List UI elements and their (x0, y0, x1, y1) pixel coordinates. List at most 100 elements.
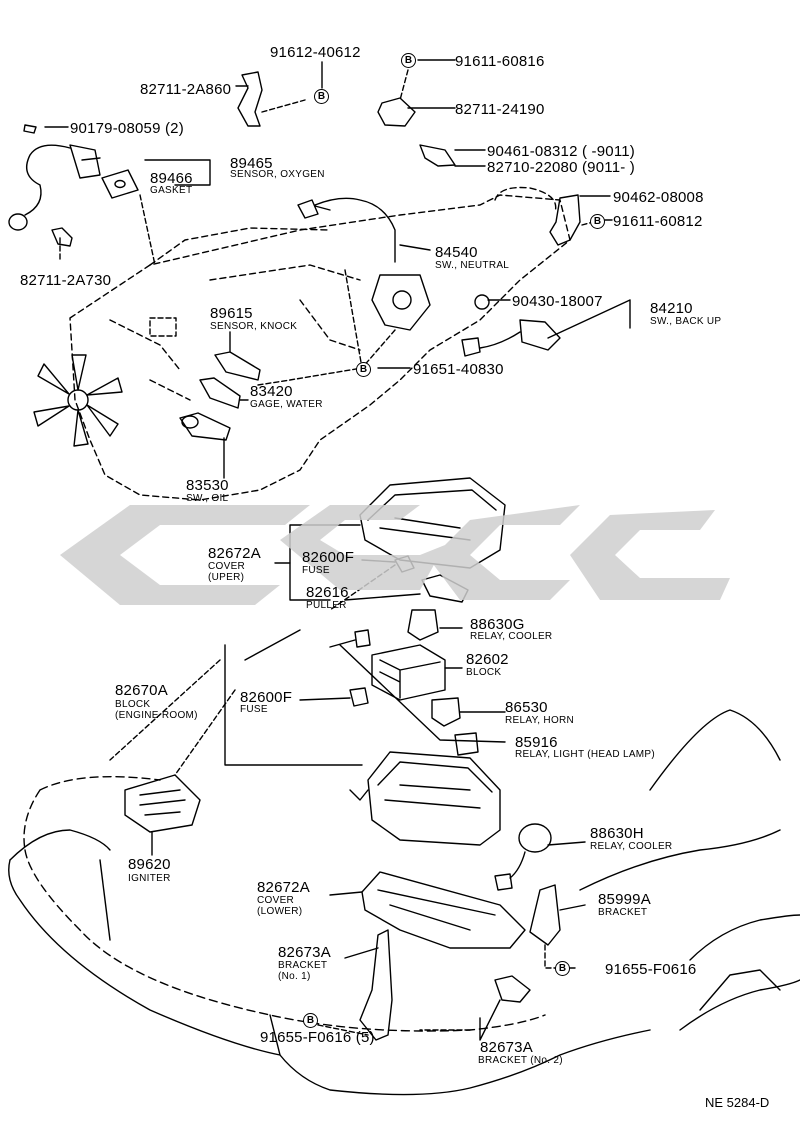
screw-90179 (23, 124, 37, 134)
bolt-marker-icon: B (401, 53, 416, 68)
oxygen-sensor-wire (24, 144, 71, 216)
part-89615: 89615 (210, 305, 253, 322)
engine-outline (69, 194, 571, 501)
engine-boss (149, 317, 177, 337)
part-82670a-desc2: (ENGINE ROOM) (115, 710, 198, 721)
relay-cooler-h (518, 823, 552, 853)
oil-switch (179, 412, 231, 441)
block-engine-room (367, 751, 501, 846)
part-82616-desc: PULLER (306, 600, 347, 611)
part-82672a-upper: 82672A (208, 545, 261, 562)
part-82670a: 82670A (115, 682, 168, 699)
bolt-marker-icon: B (314, 89, 329, 104)
engine-lower (109, 319, 191, 401)
part-89466: 89466 (150, 170, 193, 187)
part-89620-desc: IGNITER (128, 873, 171, 884)
backup-switch-wire (479, 331, 521, 349)
part-91655-f0616: 91655-F0616 (605, 961, 697, 978)
part-83530-desc: SW., OIL (186, 493, 229, 504)
part-88630g: 88630G (470, 616, 525, 633)
transmission-top (494, 186, 557, 213)
bolt-marker-icon: B (590, 214, 605, 229)
part-89466-desc: GASKET (150, 185, 193, 196)
cover-upper (359, 477, 506, 569)
car-hood (23, 775, 546, 1032)
part-84540-desc: SW., NEUTRAL (435, 260, 510, 271)
part-82673a-no2: 82673A (480, 1039, 533, 1056)
clamp-24190 (377, 97, 416, 127)
part-82602-desc: BLOCK (466, 667, 502, 678)
part-82673a-no1-desc2: (No. 1) (278, 971, 311, 982)
part-83420-desc: GAGE, WATER (250, 399, 323, 410)
part-82600f-upper: 82600F (302, 549, 355, 566)
part-82673a-no2-desc: BRACKET (No. 2) (478, 1055, 563, 1066)
neutral-switch-wire (314, 197, 396, 263)
knock-sensor (214, 351, 261, 381)
part-84540: 84540 (435, 244, 478, 261)
part-82672a-lower-desc: COVER (257, 895, 295, 906)
engine-inner (209, 264, 361, 351)
fan-icon (33, 354, 123, 447)
bracket-no2 (494, 975, 531, 1003)
fuse-ref (354, 629, 371, 648)
part-82711-2a860: 82711-2A860 (140, 81, 232, 98)
part-91655-f0616-5: 91655-F0616 (5) (260, 1029, 375, 1046)
bracket-85999a (529, 884, 561, 946)
clamp-2a730 (51, 227, 73, 247)
bolt-marker-icon: B (356, 362, 371, 377)
part-88630h: 88630H (590, 825, 644, 842)
part-82600f-upper-desc: FUSE (302, 565, 330, 576)
part-82673a-no1: 82673A (278, 944, 331, 961)
gasket (101, 169, 139, 199)
part-89615-desc: SENSOR, KNOCK (210, 321, 298, 332)
relay-horn (431, 697, 461, 727)
water-gage (199, 377, 241, 409)
part-85916-desc: RELAY, LIGHT (HEAD LAMP) (515, 749, 656, 760)
part-82672a-upper-desc2: (UPER) (208, 572, 245, 583)
part-89465-desc: SENSOR, OXYGEN (230, 169, 325, 180)
part-90462-08008: 90462-08008 (613, 189, 704, 206)
oxygen-sensor-body (69, 144, 101, 179)
figure-code: NE 5284-D (705, 1095, 770, 1110)
part-90430-18007: 90430-18007 (512, 293, 603, 310)
part-82670a-desc: BLOCK (115, 699, 151, 710)
part-82672a-upper-desc: COVER (208, 561, 246, 572)
engine-top-line (149, 227, 331, 266)
part-88630g-desc: RELAY, COOLER (470, 631, 553, 642)
part-82672a-lower: 82672A (257, 879, 310, 896)
part-82672a-lower-desc2: (LOWER) (257, 906, 303, 917)
bracket-90462 (549, 194, 581, 246)
part-82600f-lower-desc: FUSE (240, 704, 268, 715)
neutral-switch-body (371, 274, 431, 331)
igniter (124, 774, 201, 833)
oxygen-sensor-plug (8, 213, 28, 231)
part-82711-24190: 82711-24190 (455, 101, 545, 118)
car-fender-right (579, 709, 781, 891)
part-90461-08312: 90461-08312 ( -9011) (487, 143, 635, 160)
relay-headlamp (454, 732, 479, 756)
block-82602 (371, 644, 446, 701)
part-85999a-desc: BRACKET (598, 907, 648, 918)
backup-switch-body (519, 319, 561, 351)
part-91611-60812: 91611-60812 (613, 213, 703, 230)
part-86530-desc: RELAY, HORN (505, 715, 575, 726)
part-82616: 82616 (306, 584, 349, 601)
clamp-2a860 (237, 71, 263, 127)
relay-cooler-g (407, 609, 439, 641)
backup-switch-plug (461, 337, 481, 357)
fuse-82600f-top (394, 555, 415, 573)
bolt-marker-icon: B (555, 961, 570, 976)
washer-90430 (474, 294, 490, 310)
part-90179-08059: 90179-08059 (2) (70, 120, 184, 137)
puller (421, 574, 469, 603)
part-82711-2a730: 82711-2A730 (20, 272, 112, 289)
part-85999a: 85999A (598, 891, 651, 908)
part-82710-22080: 82710-22080 (9011- ) (487, 159, 635, 176)
part-82602: 82602 (466, 651, 509, 668)
part-85916: 85916 (515, 734, 558, 751)
part-82673a-no1-desc: BRACKET (278, 960, 328, 971)
clamp-22080 (419, 144, 456, 167)
part-91612-40612: 91612-40612 (270, 44, 361, 61)
fuse-82600f-lower (349, 687, 369, 707)
